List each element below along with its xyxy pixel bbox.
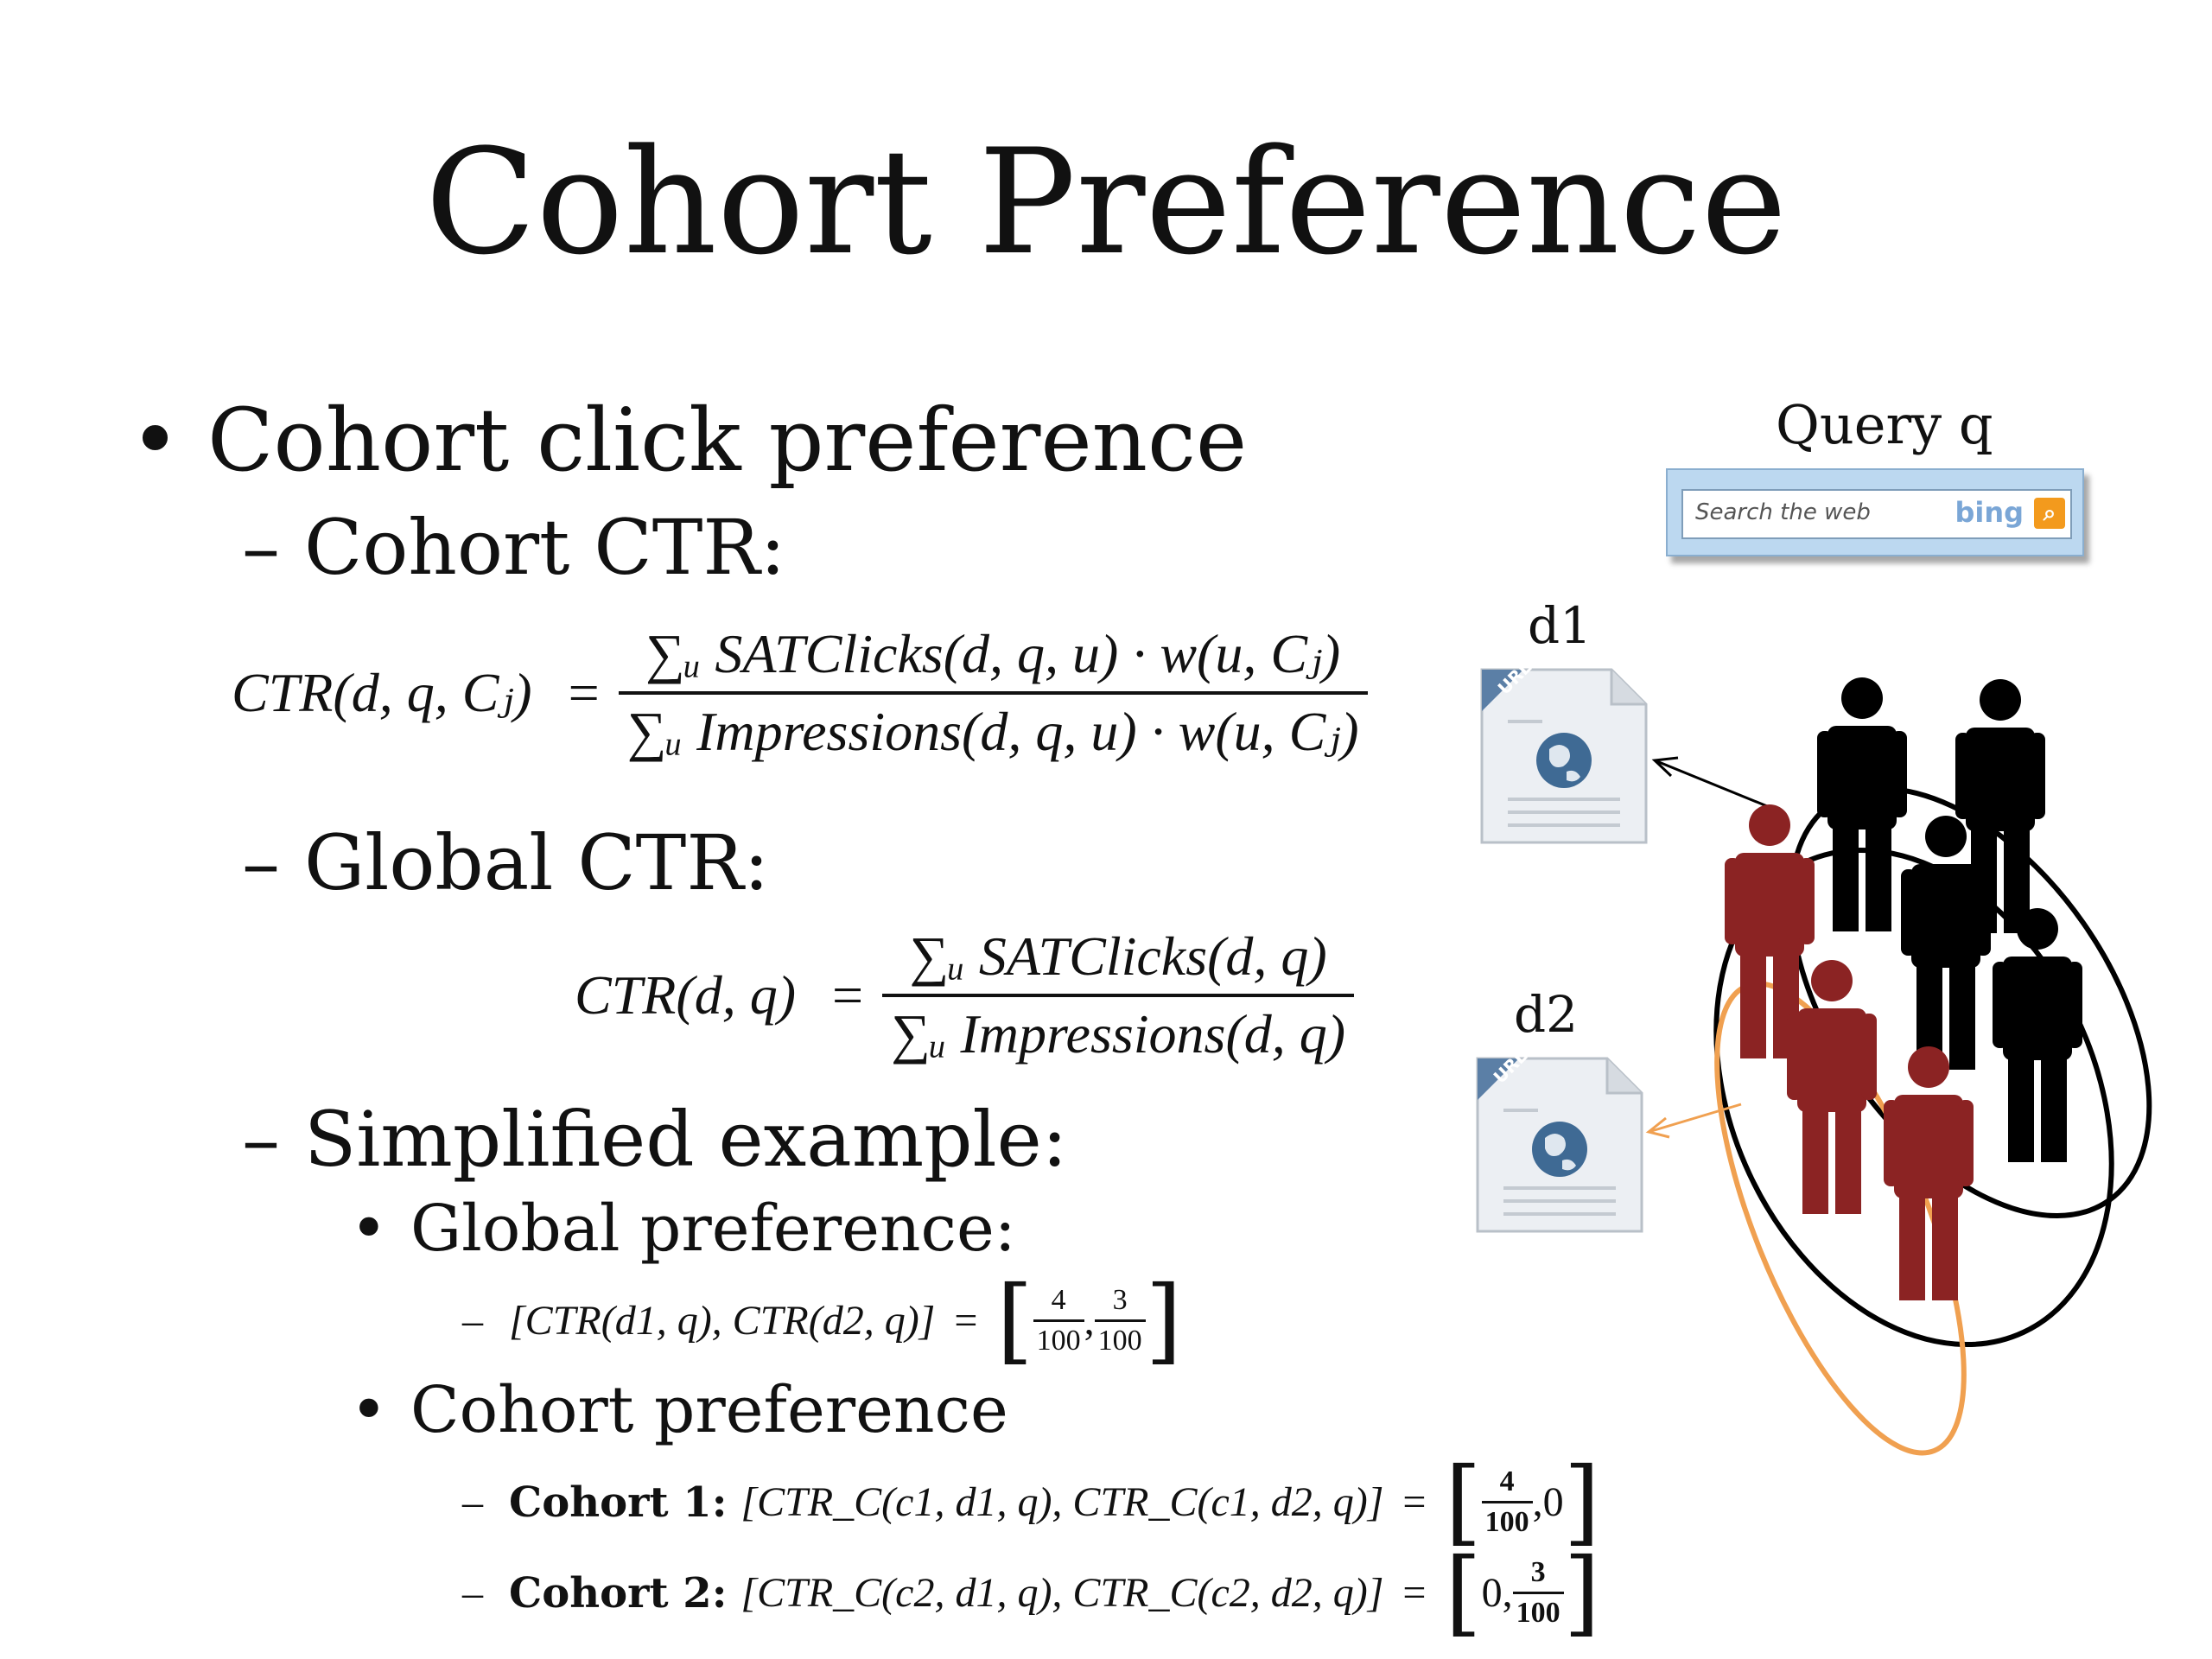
formula-lhs: CTR(d, q, Cⱼ): [232, 662, 532, 723]
formula-fraction: ∑ᵤ SATClicks(d, q, u) · w(u, Cⱼ) ∑ᵤ Impr…: [618, 622, 1368, 764]
fraction-bar: [1033, 1319, 1084, 1323]
fraction-bar: [882, 994, 1355, 997]
equals-sign: =: [954, 1298, 978, 1344]
bullet-text: Global preference:: [410, 1192, 1016, 1266]
numerator: 3: [1112, 1284, 1128, 1317]
global-ctr-formula: CTR(d, q) = ∑ᵤ SATClicks(d, q) ∑ᵤ Impres…: [575, 925, 1355, 1066]
fraction-d2: 3 100: [1094, 1284, 1146, 1357]
denominator: 100: [1097, 1325, 1142, 1357]
dash: –: [462, 1479, 483, 1526]
arrow-to-d1: [1654, 759, 1772, 810]
arrow-to-d2: [1648, 1103, 1742, 1134]
right-bracket: ]: [1563, 1539, 1600, 1647]
cohort-ctr-formula: CTR(d, q, Cⱼ) = ∑ᵤ SATClicks(d, q, u) · …: [232, 622, 1368, 764]
formula-numerator: ∑ᵤ SATClicks(d, q): [909, 925, 1327, 987]
fraction-d2: 3 100: [1512, 1556, 1564, 1630]
magnifier-icon[interactable]: ⌕: [2034, 498, 2065, 529]
left-bracket: [: [1445, 1448, 1482, 1556]
fraction-d1: 4 100: [1033, 1284, 1084, 1357]
denominator: 100: [1036, 1325, 1081, 1357]
value-d1: 0: [1481, 1570, 1503, 1617]
search-widget: Search the web bing ⌕: [1666, 468, 2084, 556]
sub-bullet-global-ctr: – Global CTR:: [242, 825, 769, 901]
numerator: 4: [1051, 1284, 1066, 1317]
d2-label: d2: [1514, 985, 1579, 1044]
right-bracket: ]: [1145, 1267, 1182, 1375]
dash: –: [462, 1298, 483, 1344]
formula-lhs: [CTR_C(c2, d1, q), CTR_C(c2, d2, q)]: [741, 1570, 1384, 1617]
search-placeholder: Search the web: [1695, 499, 1871, 525]
sub-bullet-text: Cohort CTR:: [303, 503, 786, 592]
comma: ,: [1084, 1298, 1095, 1344]
denominator: 100: [1516, 1597, 1560, 1630]
formula-denominator: ∑ᵤ Impressions(d, q): [891, 1003, 1346, 1065]
sub-bullet-simplified-example: – Simplified example:: [242, 1102, 1067, 1178]
slide-title: Cohort Preference: [424, 118, 1788, 287]
denominator: 100: [1484, 1506, 1529, 1539]
search-input[interactable]: Search the web bing ⌕: [1681, 489, 2072, 539]
sub-bullet-cohort-ctr: – Cohort CTR:: [242, 510, 785, 586]
cohort1-preference-formula: – Cohort 1: [CTR_C(c1, d1, q), CTR_C(c1,…: [462, 1448, 1600, 1556]
left-bracket: [: [996, 1267, 1033, 1375]
equals-sign: =: [832, 964, 864, 1026]
left-bracket: [: [1445, 1539, 1482, 1647]
formula-numerator: ∑ᵤ SATClicks(d, q, u) · w(u, Cⱼ): [645, 623, 1341, 684]
cohort2-preference-formula: – Cohort 2: [CTR_C(c2, d1, q), CTR_C(c2,…: [462, 1539, 1600, 1647]
formula-denominator: ∑ᵤ Impressions(d, q, u) · w(u, Cⱼ): [626, 701, 1359, 762]
numerator: 4: [1499, 1465, 1515, 1498]
bullet-cohort-preference: •Cohort preference: [350, 1378, 1008, 1442]
cohort2-label: Cohort 2:: [509, 1568, 728, 1618]
bullet-dot: •: [130, 390, 181, 491]
fraction-bar: [1512, 1592, 1564, 1595]
formula-lhs: [CTR_C(c1, d1, q), CTR_C(c1, d2, q)]: [741, 1479, 1384, 1526]
fraction-bar: [618, 691, 1368, 695]
formula-fraction: ∑ᵤ SATClicks(d, q) ∑ᵤ Impressions(d, q): [882, 925, 1355, 1066]
bullet-dot: •: [350, 1373, 388, 1447]
query-label: Query q: [1776, 393, 1993, 456]
cohort1-label: Cohort 1:: [509, 1478, 728, 1527]
fraction-d1: 4 100: [1481, 1465, 1533, 1539]
cohort-diagram: URL URL: [1476, 657, 2152, 1456]
formula-lhs: [CTR(d1, q), CTR(d2, q)]: [509, 1298, 936, 1344]
equals-sign: =: [568, 662, 600, 723]
bullet-dot: •: [350, 1192, 388, 1266]
sub-bullet-text: Simplified example:: [303, 1095, 1068, 1184]
right-bracket: ]: [1563, 1448, 1600, 1556]
global-preference-formula: – [CTR(d1, q), CTR(d2, q)] = [ 4 100 , 3…: [462, 1267, 1182, 1375]
equals-sign: =: [1402, 1570, 1427, 1617]
bullet-cohort-click-preference: •Cohort click preference: [130, 397, 1247, 484]
numerator: 3: [1530, 1556, 1546, 1589]
dash: –: [242, 818, 280, 907]
value-d2: 0: [1542, 1479, 1564, 1526]
search-brand-logo: bing: [1955, 496, 2024, 529]
dash: –: [462, 1570, 483, 1617]
fraction-bar: [1481, 1501, 1533, 1504]
comma: ,: [1532, 1479, 1543, 1526]
equals-sign: =: [1402, 1479, 1427, 1526]
bullet-text: Cohort click preference: [207, 390, 1248, 491]
bullet-text: Cohort preference: [410, 1373, 1008, 1447]
formula-lhs: CTR(d, q): [575, 964, 796, 1026]
bullet-global-preference: •Global preference:: [350, 1197, 1016, 1261]
d1-label: d1: [1528, 596, 1592, 655]
comma: ,: [1502, 1570, 1513, 1617]
arrow-head-d2: [1645, 1116, 1670, 1139]
fraction-bar: [1094, 1319, 1146, 1323]
dash: –: [242, 503, 280, 592]
arrow-head-d1: [1651, 756, 1679, 778]
dash: –: [242, 1095, 280, 1184]
sub-bullet-text: Global CTR:: [303, 818, 770, 907]
